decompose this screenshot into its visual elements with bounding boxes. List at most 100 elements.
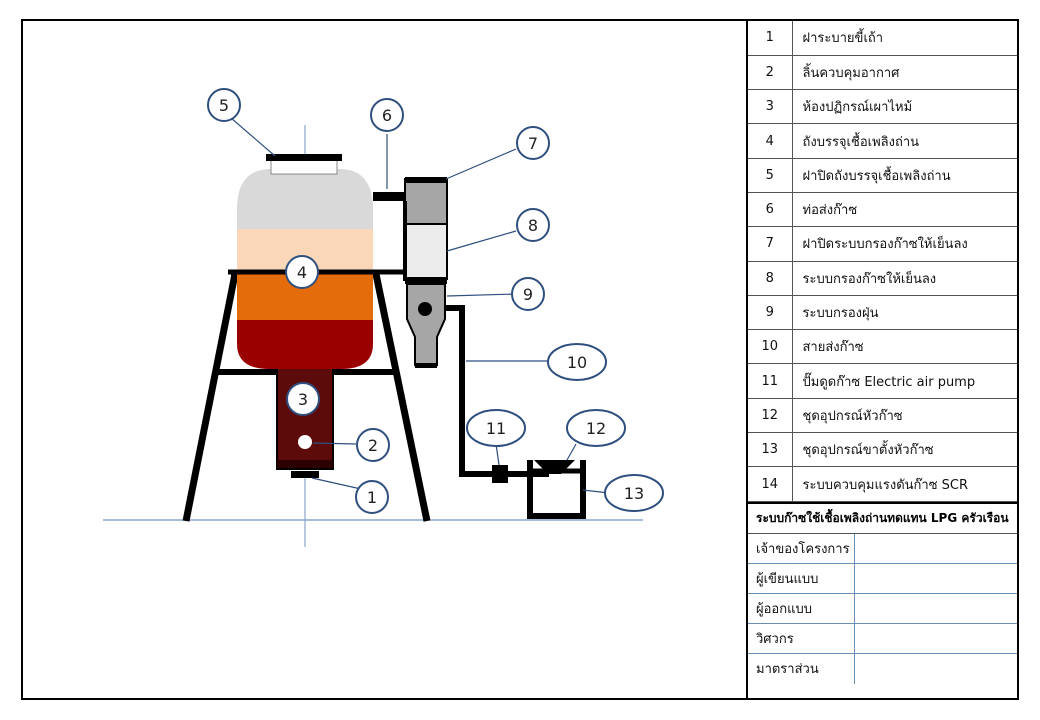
part-number: 6 xyxy=(748,192,793,228)
title-block-value xyxy=(854,623,1017,655)
part-name: ลิ้นควบคุมอากาศ xyxy=(792,55,1017,91)
title-block-label: ผู้ออกแบบ xyxy=(748,593,855,625)
callout-9-label: 9 xyxy=(523,285,533,304)
title-block-label: ผู้เขียนแบบ xyxy=(748,563,855,595)
dust-filter xyxy=(406,283,446,368)
part-number: 14 xyxy=(748,466,793,502)
callout-12: 12 xyxy=(566,409,626,447)
title-block-label: มาตราส่วน xyxy=(748,653,855,684)
title-block-label: วิศวกร xyxy=(748,623,855,655)
callout-5: 5 xyxy=(207,88,241,122)
air-control-valve xyxy=(298,435,312,449)
callout-leader-lines xyxy=(230,117,610,494)
callout-10: 10 xyxy=(547,343,607,381)
fuel-tank-lid xyxy=(270,158,338,175)
callout-13: 13 xyxy=(604,474,664,512)
callout-12-label: 12 xyxy=(586,419,606,438)
title-block-value xyxy=(854,593,1017,625)
callout-3-label: 3 xyxy=(298,390,308,409)
part-name: ระบบควบคุมแรงดันก๊าซ SCR xyxy=(792,466,1017,502)
part-name: ฝาปิดถังบรรจุเชื้อเพลิงถ่าน xyxy=(792,158,1017,193)
callout-4-label: 4 xyxy=(297,263,307,282)
burner-stand xyxy=(527,460,586,519)
part-number: 12 xyxy=(748,398,793,434)
table-row: วิศวกร xyxy=(748,623,1017,655)
gas-pipe xyxy=(373,192,405,201)
part-number: 9 xyxy=(748,295,793,331)
title-block-label: เจ้าของโครงการ xyxy=(748,533,855,565)
title-block-value xyxy=(854,533,1017,565)
part-number: 11 xyxy=(748,363,793,399)
callout-6: 6 xyxy=(370,98,404,132)
part-name: ระบบกรองฝุ่น xyxy=(792,295,1017,331)
ash-discharge-cover xyxy=(291,471,319,478)
part-name: ท่อส่งก๊าซ xyxy=(792,192,1017,228)
part-number: 10 xyxy=(748,329,793,365)
callout-3: 3 xyxy=(286,382,320,416)
callout-2-label: 2 xyxy=(368,436,378,455)
callout-11: 11 xyxy=(466,409,526,447)
callout-10-label: 10 xyxy=(567,353,587,372)
callout-1: 1 xyxy=(355,480,389,514)
part-name: ระบบกรองก๊าซให้เย็นลง xyxy=(792,261,1017,296)
electric-air-pump xyxy=(492,465,508,483)
callout-7-label: 7 xyxy=(528,134,538,153)
part-name: ชุดอุปกรณ์หัวก๊าซ xyxy=(792,398,1017,434)
part-number: 5 xyxy=(748,158,793,193)
title-block-value xyxy=(854,563,1017,595)
part-name: ถังบรรจุเชื้อเพลิงถ่าน xyxy=(792,123,1017,159)
part-name: ฝาปิดระบบกรองก๊าซให้เย็นลง xyxy=(792,226,1017,262)
callout-4: 4 xyxy=(285,255,319,289)
title-block: เจ้าของโครงการ ผู้เขียนแบบ ผู้ออกแบบ วิศ… xyxy=(748,533,1017,684)
drawing-sheet-border xyxy=(21,19,1019,700)
burner-head xyxy=(534,460,575,474)
part-number: 1 xyxy=(748,21,793,56)
table-row: เจ้าของโครงการ xyxy=(748,533,1017,565)
table-row: มาตราส่วน xyxy=(748,653,1017,684)
project-title: ระบบก๊าซใช้เชื้อเพลิงถ่านทดแทน LPG ครัวเ… xyxy=(748,501,1017,534)
callout-8: 8 xyxy=(516,208,550,242)
part-number: 4 xyxy=(748,123,793,159)
callout-13-label: 13 xyxy=(624,484,644,503)
part-number: 8 xyxy=(748,261,793,296)
callout-7: 7 xyxy=(516,126,550,160)
callout-9: 9 xyxy=(511,277,545,311)
part-name: ปั๊มดูดก๊าซ Electric air pump xyxy=(792,363,1017,399)
part-name: ฝาระบายขี้เถ้า xyxy=(792,21,1017,56)
title-block-value xyxy=(854,654,1017,684)
gasifier-diagram: 1 2 3 4 5 6 7 8 xyxy=(21,19,747,700)
part-number: 2 xyxy=(748,55,793,91)
part-name: ชุดอุปกรณ์ขาตั้งหัวก๊าซ xyxy=(792,432,1017,468)
part-name: ห้องปฏิกรณ์เผาไหม้ xyxy=(792,89,1017,125)
part-number: 3 xyxy=(748,89,793,125)
table-row: ผู้เขียนแบบ xyxy=(748,563,1017,595)
callout-8-label: 8 xyxy=(528,216,538,235)
table-row: ผู้ออกแบบ xyxy=(748,593,1017,625)
fuel-tank xyxy=(228,169,383,369)
part-number: 13 xyxy=(748,432,793,468)
part-name: สายส่งก๊าซ xyxy=(792,329,1017,365)
cooling-filter-system xyxy=(403,177,448,284)
callout-11-label: 11 xyxy=(486,419,506,438)
callout-1-label: 1 xyxy=(367,488,377,507)
callout-2: 2 xyxy=(356,428,390,462)
callout-5-label: 5 xyxy=(219,96,229,115)
callout-6-label: 6 xyxy=(382,106,392,125)
part-number: 7 xyxy=(748,226,793,262)
